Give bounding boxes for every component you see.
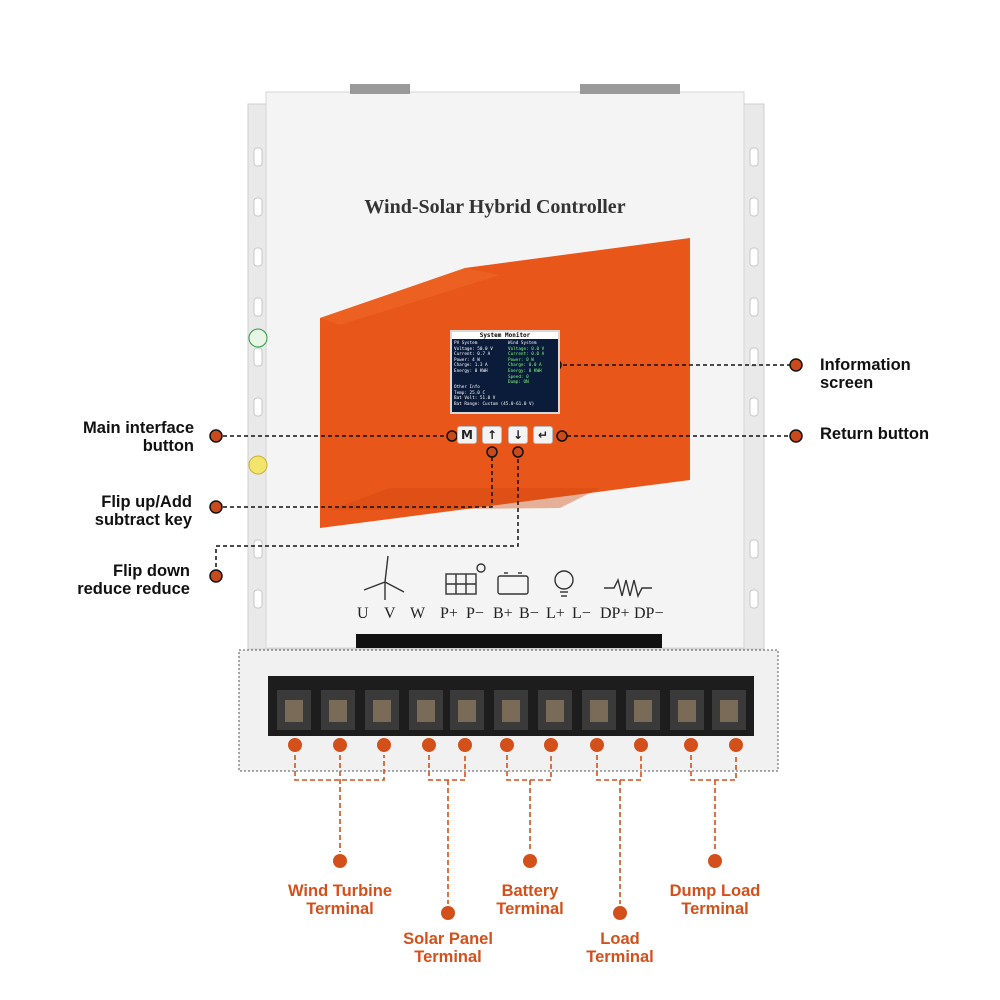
terminal-label-v: V	[384, 605, 396, 622]
pv-row: Voltage: 50.0 V	[454, 346, 493, 352]
other-heading: Other Info	[454, 385, 480, 390]
information-screen: System Monitor PV System Voltage: 50.0 V…	[450, 330, 560, 414]
pv-row: Power: 4 W	[454, 357, 480, 363]
terminal-icons	[363, 555, 652, 600]
main-interface-button[interactable]: M	[457, 426, 477, 444]
mounting-slots	[253, 147, 759, 609]
wind-heading: Wind System	[508, 341, 537, 346]
screen-header: System Monitor	[452, 332, 558, 339]
terminal-label-l-minus: L−	[572, 605, 591, 622]
wind-row: Energy: 0 KWH	[508, 368, 542, 374]
callout-lines	[215, 364, 796, 574]
wind-row: Charge: 0.0 A	[508, 363, 542, 369]
terminal-label-u: U	[357, 605, 369, 622]
callout-return-button: Return button	[820, 425, 930, 443]
product-title: Wind-Solar Hybrid Controller	[364, 196, 626, 218]
terminal-label-dp-minus: DP−	[634, 605, 664, 622]
terminal-label-dp-plus: DP+	[600, 605, 630, 622]
terminal-screws	[277, 690, 746, 730]
return-button[interactable]: ↵	[533, 426, 553, 444]
pv-row: Energy: 0 KWH	[454, 368, 488, 374]
label-strip	[356, 634, 662, 648]
pv-system-block: PV System Voltage: 50.0 V Current: 0.7 A…	[454, 341, 506, 375]
other-info-block: Other Info Temp: 25.0 C Bat Volt: 51.0 V…	[454, 385, 558, 407]
other-row: Bat Range: Custom (45.0-61.0 V)	[454, 401, 535, 407]
other-row: Temp: 25.0 C	[454, 390, 486, 396]
flip-down-button[interactable]: ↓	[508, 426, 528, 444]
terminal-label-p-plus: P+	[440, 605, 458, 622]
terminal-label-l-plus: L+	[546, 605, 565, 622]
wind-row: Speed: 0	[508, 374, 529, 380]
wind-row: Dump: ON	[508, 380, 529, 386]
wind-row: Current: 0.0 A	[508, 352, 545, 358]
wind-row: Power: 0 W	[508, 357, 534, 363]
wind-row: Voltage: 0.0 V	[508, 346, 545, 352]
terminal-label-b-plus: B+	[493, 605, 513, 622]
terminal-label-w: W	[410, 605, 426, 622]
pv-heading: PV System	[454, 341, 478, 346]
top-fin-left	[350, 84, 410, 94]
terminal-dots	[288, 738, 743, 920]
wind-system-block: Wind System Voltage: 0.0 V Current: 0.0 …	[508, 341, 558, 386]
pv-row: Current: 0.7 A	[454, 352, 491, 358]
terminal-label-b-minus: B−	[519, 605, 539, 622]
qc-sticker	[248, 455, 268, 475]
terminal-lines	[294, 755, 737, 904]
ok-sticker	[248, 328, 268, 348]
top-fin-right	[580, 84, 680, 94]
pv-row: Charge: 1.3 A	[454, 363, 488, 369]
other-row: Bat Volt: 51.0 V	[454, 396, 496, 402]
flip-up-button[interactable]: ↑	[482, 426, 502, 444]
terminal-label-p-minus: P−	[466, 605, 484, 622]
